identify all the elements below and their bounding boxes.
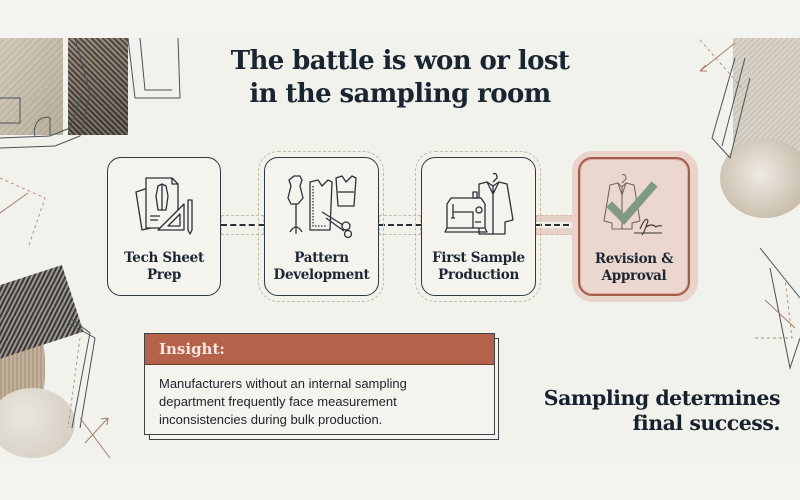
step-2-stitch-outline (258, 151, 384, 302)
title-line-1: The battle is won or lost (230, 46, 570, 76)
tech-sheet-icon (135, 177, 193, 235)
insight-text: Manufacturers without an internal sampli… (159, 376, 407, 427)
step-3-stitch-outline (415, 151, 541, 302)
step-card-first-sample-production[interactable]: First Sample Production (421, 157, 536, 296)
title-line-2: in the sampling room (249, 79, 551, 109)
step-card-tech-sheet-prep[interactable]: Tech Sheet Prep (107, 157, 221, 296)
approval-check-icon (603, 173, 663, 236)
sewing-machine-icon (443, 172, 514, 235)
step-card-pattern-development[interactable]: Pattern Development (264, 157, 379, 296)
step-label: Tech Sheet Prep (124, 250, 204, 283)
tagline: Sampling determines final success. (543, 386, 781, 435)
connector-2-3 (379, 215, 421, 235)
step-label: Pattern Development (273, 250, 370, 283)
pattern-dress-form-icon (286, 175, 357, 239)
wool-fluff-swatch (0, 388, 75, 458)
wool-fluff-swatch-right (720, 138, 800, 218)
insight-heading: Insight: (145, 334, 494, 365)
step-card-revision-approval[interactable]: Revision & Approval (578, 157, 690, 296)
connector-1-2 (221, 215, 264, 235)
insight-box: Insight: Manufacturers without an intern… (144, 333, 495, 435)
step-label: First Sample Production (432, 250, 525, 283)
infographic-canvas: The battle is won or lost in the samplin… (0, 38, 800, 462)
step-label: Revision & Approval (594, 251, 674, 284)
page-title: The battle is won or lost in the samplin… (0, 45, 800, 111)
